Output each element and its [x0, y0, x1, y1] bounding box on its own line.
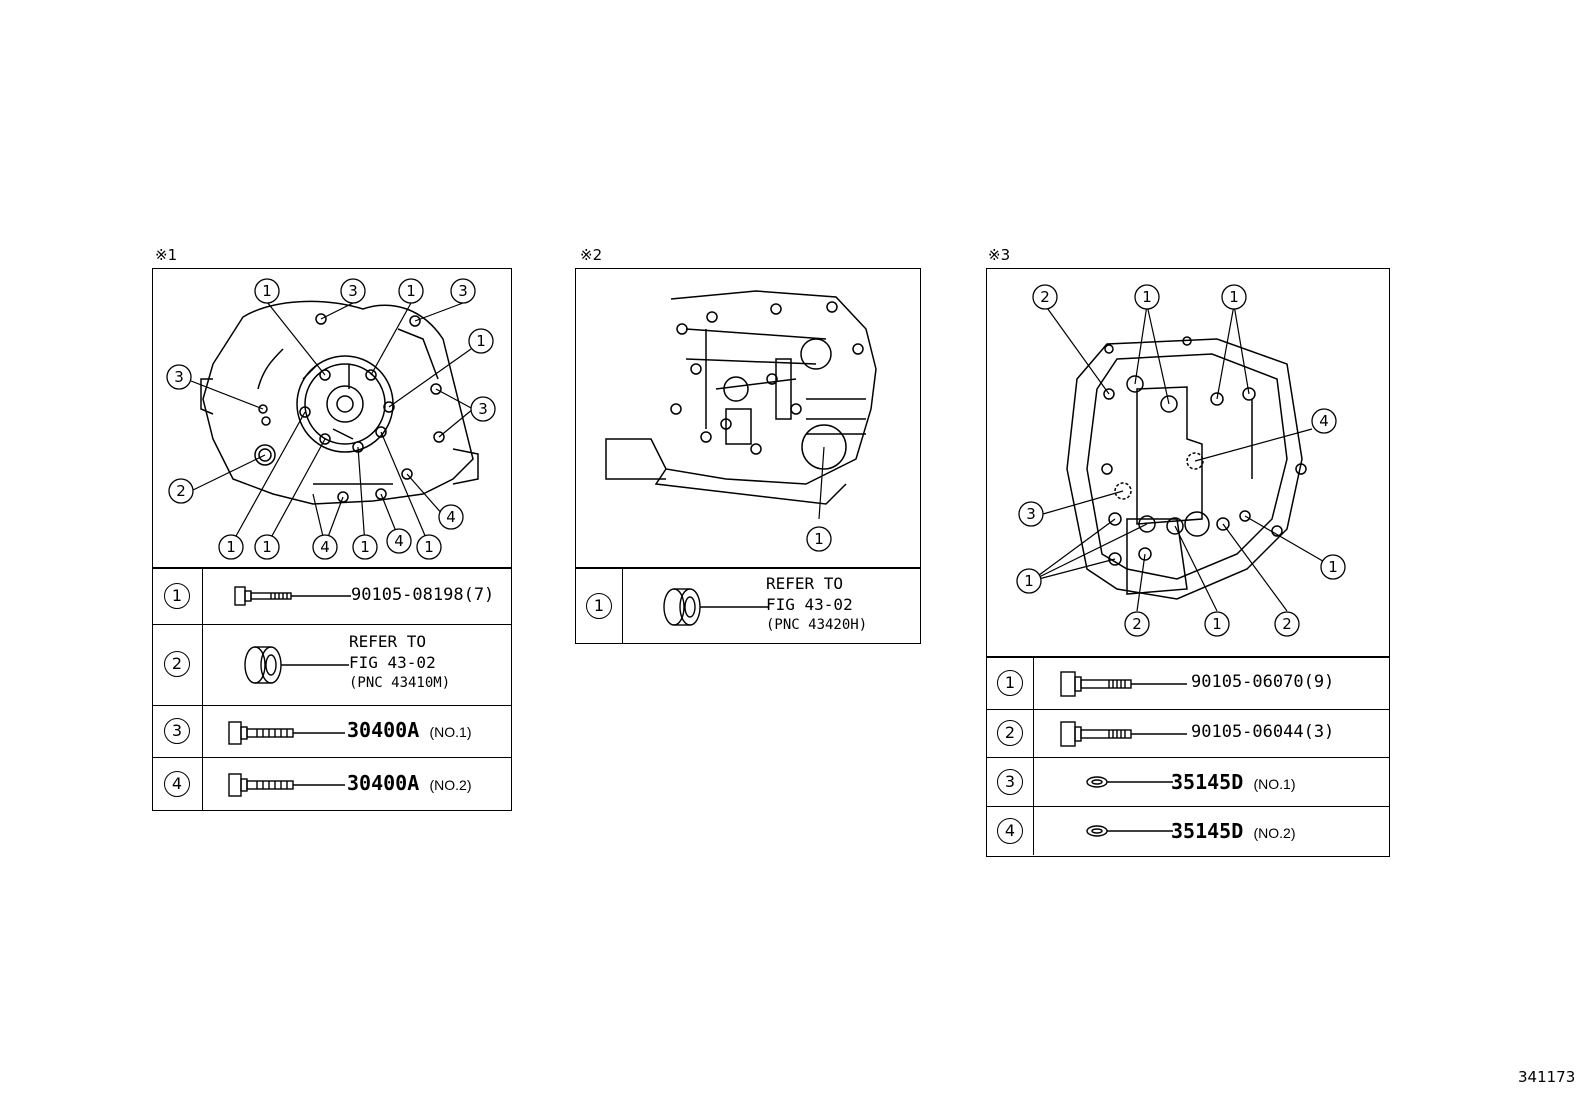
callout-4: 4	[394, 532, 404, 550]
figure-reference: FIG 43-02	[766, 595, 853, 614]
callout-3: 3	[174, 368, 184, 386]
callout-1: 1	[1024, 572, 1034, 590]
callout-1: 1	[262, 538, 272, 556]
callout-1: 1	[1212, 615, 1222, 633]
section-2-parts-table: 1 REFER TO FIG 43-02 (PNC 43420H)	[575, 568, 921, 644]
refer-label: REFER TO	[349, 632, 427, 651]
part-number: 90105-08198(7)	[351, 585, 495, 605]
table-row: 1 90105-08198(7)	[153, 568, 511, 624]
part-number: 35145D	[1171, 770, 1244, 794]
callout-3: 3	[478, 400, 488, 418]
row-number: 3	[164, 718, 190, 744]
callout-4: 4	[320, 538, 330, 556]
oil-seal-icon	[663, 588, 768, 626]
callout-1: 1	[1229, 288, 1239, 306]
callout-1: 1	[424, 538, 434, 556]
bolt-icon	[234, 586, 351, 606]
callout-2: 2	[1132, 615, 1142, 633]
section-2-mark: ※2	[580, 246, 603, 264]
bolt-icon	[1060, 721, 1187, 747]
oil-pan-drawing: 2 1 1 4 3 1 1 2 1 2	[1016, 284, 1346, 637]
table-row: 3 35145D (NO.1)	[987, 757, 1389, 806]
section-1-illustration: 1 3 1 3 1 3 3 2 4 1 1 4 1 4 1	[152, 268, 512, 568]
callout-1: 1	[406, 282, 416, 300]
part-number: 30400A	[347, 771, 420, 795]
row-number: 2	[997, 720, 1023, 746]
bolt-icon	[228, 773, 345, 797]
section-1-mark: ※1	[155, 246, 178, 264]
part-note: (NO.1)	[1253, 776, 1296, 792]
callout-1: 1	[1142, 288, 1152, 306]
transaxle-rear-drawing: 1	[605, 290, 877, 552]
callout-1: 1	[262, 282, 272, 300]
callout-3: 3	[458, 282, 468, 300]
part-note: (NO.1)	[429, 724, 472, 740]
pnc-reference: (PNC 43410M)	[349, 675, 451, 691]
figure-reference: FIG 43-02	[349, 653, 436, 672]
callout-1: 1	[1328, 558, 1338, 576]
row-number: 4	[164, 771, 190, 797]
part-note: (NO.2)	[1253, 825, 1296, 841]
table-row: 1 REFER TO FIG 43-02 (PNC 43420H)	[576, 568, 920, 643]
pnc-reference: (PNC 43420H)	[766, 617, 868, 633]
callout-1: 1	[476, 332, 486, 350]
bolt-icon	[1060, 671, 1187, 697]
callout-1: 1	[226, 538, 236, 556]
row-number: 1	[164, 583, 190, 609]
refer-label: REFER TO	[766, 574, 844, 593]
gasket-icon	[1086, 776, 1173, 788]
row-number: 1	[586, 593, 612, 619]
section-3-mark: ※3	[988, 246, 1011, 264]
row-number: 2	[164, 651, 190, 677]
section-1-parts-table: 1 90105-08198(7) 2 REFER TO FIG 43-02 (P…	[152, 568, 512, 811]
bolt-icon	[228, 721, 345, 745]
figure-number: 341173	[1518, 1068, 1576, 1086]
oil-seal-icon	[244, 646, 349, 684]
part-number: 35145D	[1171, 819, 1244, 843]
callout-1: 1	[814, 530, 824, 548]
table-row: 2 90105-06044(3)	[987, 709, 1389, 757]
callout-4: 4	[1319, 412, 1329, 430]
part-note: (NO.2)	[429, 777, 472, 793]
callout-4: 4	[446, 508, 456, 526]
section-3-parts-table: 1 90105-06070(9) 2 90105-06044(3) 3 3514…	[986, 657, 1390, 857]
table-row: 2 REFER TO FIG 43-02 (PNC 43410M)	[153, 624, 511, 705]
table-row: 4 30400A (NO.2)	[153, 757, 511, 811]
callout-3: 3	[348, 282, 358, 300]
part-number: 30400A	[347, 718, 420, 742]
table-row: 1 90105-06070(9)	[987, 657, 1389, 709]
part-number: 90105-06070(9)	[1191, 672, 1335, 692]
part-number: 90105-06044(3)	[1191, 722, 1335, 742]
callout-2: 2	[1282, 615, 1292, 633]
section-2-illustration: 1	[575, 268, 921, 568]
row-number: 1	[997, 670, 1023, 696]
row-number: 3	[997, 769, 1023, 795]
callout-2: 2	[176, 482, 186, 500]
callout-3: 3	[1026, 505, 1036, 523]
section-3-illustration: 2 1 1 4 3 1 1 2 1 2	[986, 268, 1390, 657]
row-number: 4	[997, 818, 1023, 844]
table-row: 4 35145D (NO.2)	[987, 806, 1389, 855]
callout-2: 2	[1040, 288, 1050, 306]
callout-1: 1	[360, 538, 370, 556]
table-row: 3 30400A (NO.1)	[153, 705, 511, 757]
transaxle-front-drawing: 1 3 1 3 1 3 3 2 4 1 1 4 1 4 1	[166, 278, 496, 560]
gasket-icon	[1086, 825, 1173, 837]
